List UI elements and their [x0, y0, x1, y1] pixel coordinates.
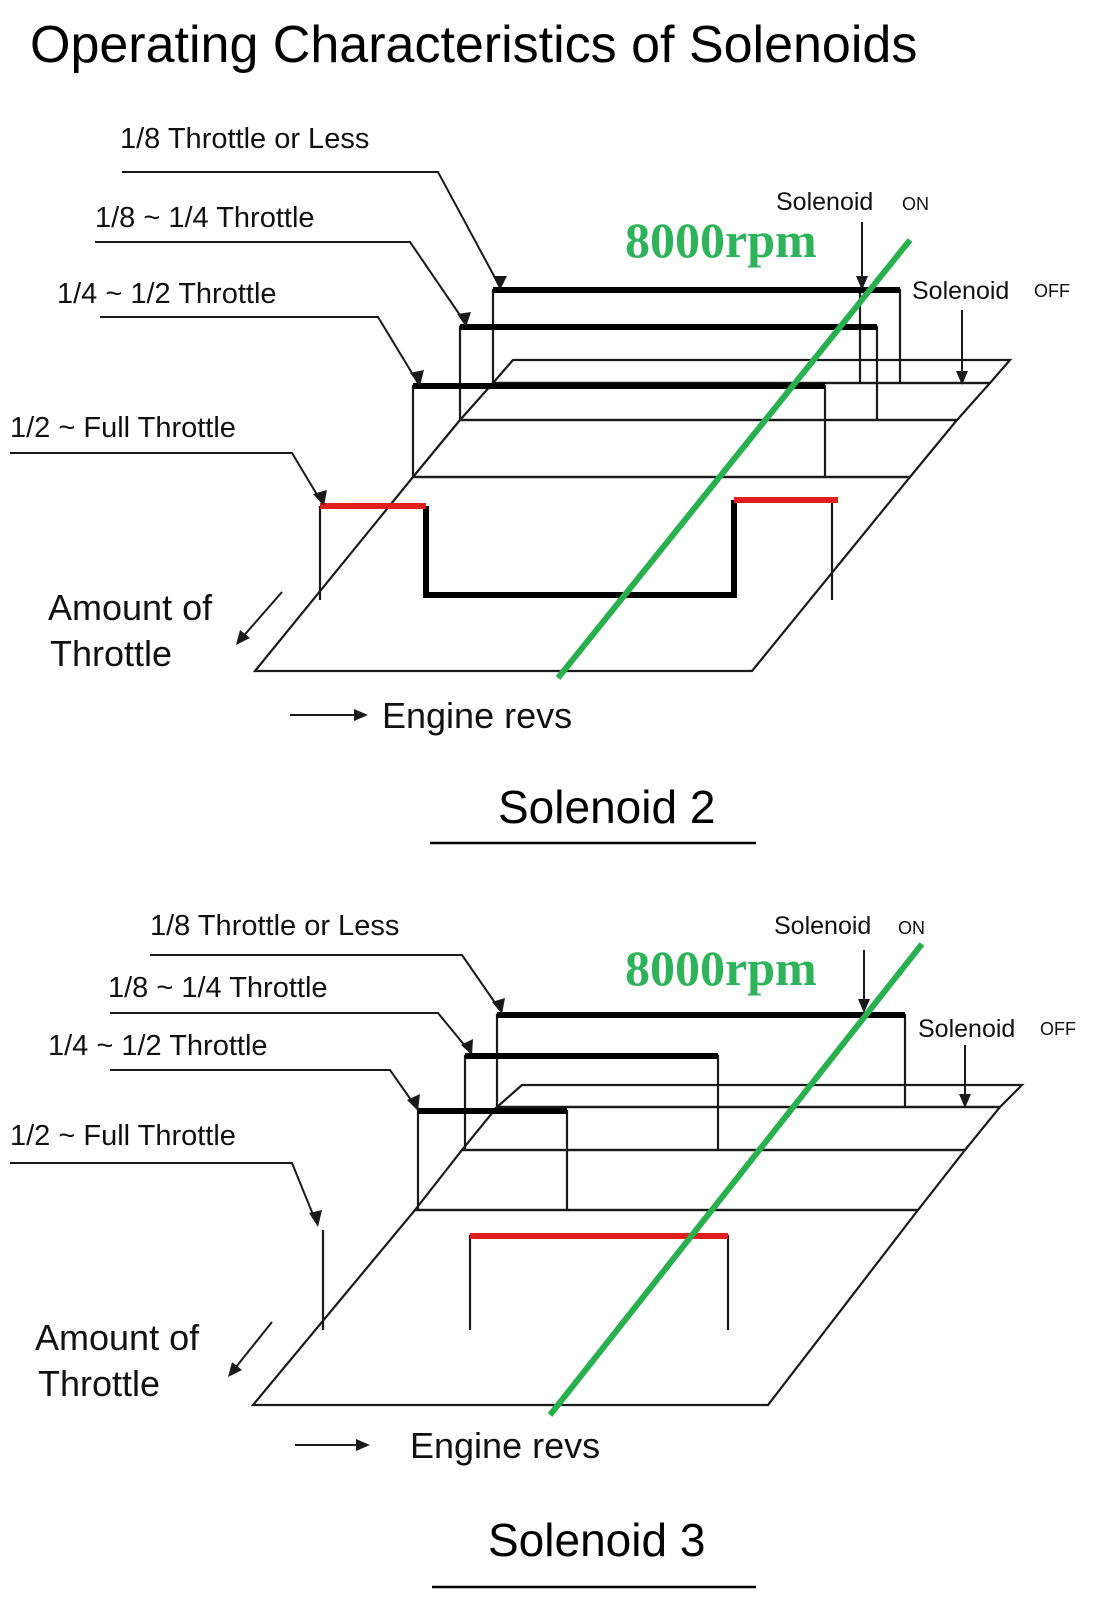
profile-throttle-3-edges: [411, 384, 827, 477]
label-throttle-1: 1/8 Throttle or Less: [150, 910, 399, 942]
pointer-throttle-2: [110, 1012, 471, 1053]
amount-label-1: Amount of: [48, 587, 213, 628]
amount-label-2: Throttle: [50, 633, 172, 674]
rpm-line: [555, 238, 913, 680]
plane-1: [494, 1083, 1025, 1109]
solenoid-off-label: Solenoid: [912, 277, 1009, 305]
panel-heading: Solenoid 3: [488, 1514, 705, 1566]
label-throttle-2: 1/8 ~ 1/4 Throttle: [108, 972, 328, 1004]
rpm-label: 8000rpm: [625, 212, 817, 268]
solenoid-off-state: OFF: [1034, 281, 1070, 301]
label-throttle-1: 1/8 Throttle or Less: [120, 123, 369, 155]
label-throttle-2: 1/8 ~ 1/4 Throttle: [95, 202, 315, 234]
pointer-throttle-3: [100, 316, 419, 384]
label-throttle-4: 1/2 ~ Full Throttle: [10, 412, 236, 444]
panel-heading: Solenoid 2: [498, 781, 715, 833]
label-throttle-4: 1/2 ~ Full Throttle: [10, 1120, 236, 1152]
pointer-throttle-3: [110, 1069, 417, 1108]
amount-label-1: Amount of: [35, 1317, 200, 1358]
plane-1: [490, 358, 1013, 385]
engine-revs-label: Engine revs: [382, 695, 572, 736]
panel-solenoid-3: 1/8 Throttle or Less 1/8 ~ 1/4 Throttle …: [10, 910, 1076, 1589]
profile-throttle-4-edges: [318, 500, 834, 600]
rpm-line: [547, 942, 925, 1417]
plane-4: [250, 1208, 921, 1407]
plane-3: [412, 1148, 968, 1212]
profile-throttle-4-edges: [321, 1230, 730, 1330]
pointer-throttle-4: [10, 452, 323, 504]
pointer-throttle-4: [10, 1162, 317, 1223]
solenoid-on-label: Solenoid: [774, 912, 871, 940]
profile-throttle-4-dip: [423, 500, 737, 598]
pointer-throttle-1: [150, 954, 501, 1011]
profile-throttle-2-edges: [458, 325, 879, 420]
solenoid-on-label: Solenoid: [776, 188, 873, 216]
throttle-axis-arrow: [239, 591, 283, 641]
plane-4: [252, 475, 913, 673]
diagram-title: Operating Characteristics of Solenoids: [30, 16, 917, 74]
profile-throttle-3-edges: [416, 1109, 569, 1210]
panel-solenoid-2: 1/8 Throttle or Less 1/8 ~ 1/4 Throttle …: [10, 123, 1070, 845]
engine-revs-label: Engine revs: [410, 1425, 600, 1466]
solenoid-off-state: OFF: [1040, 1019, 1076, 1039]
amount-label-2: Throttle: [38, 1363, 160, 1404]
plane-3: [410, 418, 960, 479]
pointer-throttle-1: [122, 171, 501, 288]
solenoid-on-state: ON: [898, 918, 925, 938]
profile-throttle-1-edges: [495, 1013, 907, 1107]
profile-throttle-1-tail: [860, 288, 902, 383]
label-throttle-3: 1/4 ~ 1/2 Throttle: [57, 278, 277, 310]
label-throttle-3: 1/4 ~ 1/2 Throttle: [48, 1030, 268, 1062]
solenoid-off-label: Solenoid: [918, 1015, 1015, 1043]
pointer-throttle-2: [95, 241, 467, 325]
throttle-axis-arrow: [231, 1321, 273, 1373]
solenoid-on-state: ON: [902, 194, 929, 214]
rpm-label: 8000rpm: [625, 940, 817, 996]
